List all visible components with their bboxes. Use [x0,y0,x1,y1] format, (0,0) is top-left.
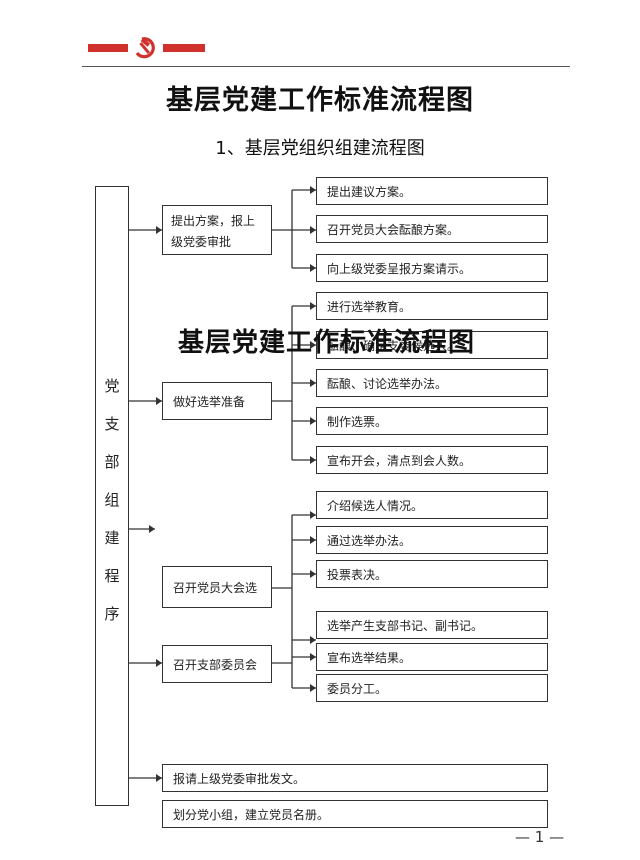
stage-label: 召开党员大会选 [173,580,258,595]
step-box: 进行选举教育。 [316,292,548,320]
header-red-bar-left [88,44,128,52]
step-box: 召开党员大会酝酿方案。 [316,215,548,243]
hammer-sickle-icon [132,34,158,60]
step-box: 酝酿、讨论选举办法。 [316,369,548,397]
vertical-char: 党 [104,377,120,395]
step-box: 选举产生支部书记、副书记。 [316,611,548,639]
header-red-bar-right [163,44,205,52]
stage-label: 做好选举准备 [173,394,246,409]
step-box: 向上级党委呈报方案请示。 [316,254,548,282]
vertical-char: 组 [104,491,120,509]
vertical-char: 支 [104,415,120,433]
stage-label: 召开支部委员会 [173,657,258,672]
stage-box-submit-plan: 提出方案，报上级党委审批 [162,205,272,255]
step-box-party-groups: 划分党小组，建立党员名册。 [162,800,548,828]
stage-box-committee-meeting: 召开支部委员会 [162,645,272,683]
header-rule [82,66,570,67]
vertical-char: 部 [104,453,120,471]
step-box: 制作选票。 [316,407,548,435]
step-box: 宣布开会，清点到会人数。 [316,446,548,474]
stage-box-election-prep: 做好选举准备 [162,382,272,420]
main-title: 基层党建工作标准流程图 [166,85,474,116]
vertical-char: 程 [104,567,120,585]
page-number: — 1 — [515,828,565,846]
vertical-char: 建 [104,529,120,547]
step-box: 宣布选举结果。 [316,643,548,671]
vertical-label-box: 党 支 部 组 建 程 序 [95,186,129,806]
sub-title: 1、基层党组织组建流程图 [215,138,425,159]
stage-label: 提出方案，报上级党委审批 [171,214,256,249]
stage-box-member-meeting: 召开党员大会选 [162,566,272,608]
step-box: 提出建议方案。 [316,177,548,205]
step-box: 投票表决。 [316,560,548,588]
step-box: 酝酿、确定支委候选人。 [316,331,548,359]
step-box: 通过选举办法。 [316,526,548,554]
step-box: 介绍候选人情况。 [316,491,548,519]
watermark-title: 基层党建工作标准流程图 [178,328,476,358]
step-box-approval: 报请上级党委审批发文。 [162,764,548,792]
vertical-char: 序 [104,605,120,623]
step-box: 委员分工。 [316,674,548,702]
